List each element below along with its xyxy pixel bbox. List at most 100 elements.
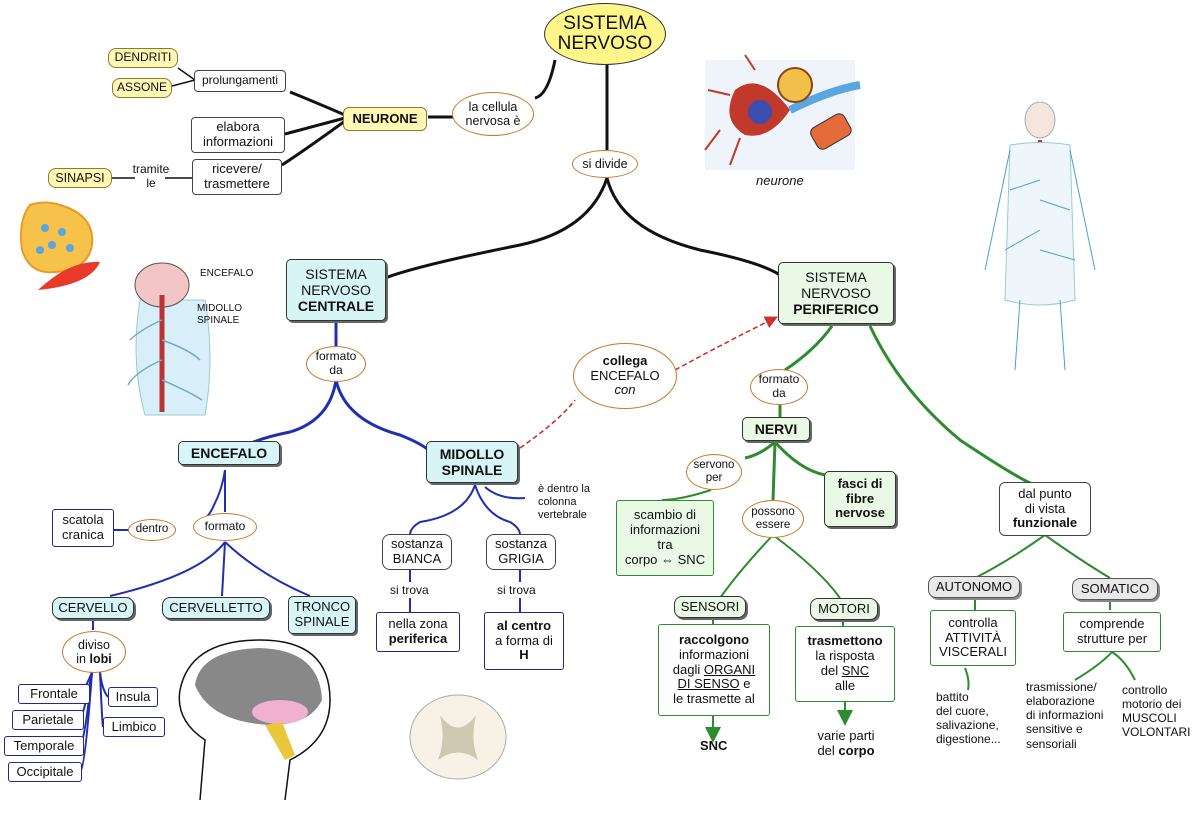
sinapsi-node: SINAPSI	[48, 168, 112, 188]
trasmettono-line-1: trasmettono	[807, 633, 883, 649]
scatola-cranica-box: scatola cranica	[52, 509, 114, 547]
snc-line-3: CENTRALE	[297, 298, 375, 315]
title-line-2: NERVOSO	[557, 33, 653, 54]
elabora-line-2: informazioni	[202, 134, 274, 149]
sostanza-bianca-box: sostanza BIANCA	[382, 534, 452, 570]
punto-vista-box: dal punto di vista funzionale	[999, 482, 1091, 536]
tramite-line-2: le	[146, 176, 156, 190]
trasmettono-line-2: la risposta	[815, 648, 875, 664]
diviso-in: in	[76, 652, 87, 666]
scambio-line-2: informazioni	[629, 522, 701, 538]
fasci-line-3: nervose	[835, 505, 885, 521]
tronco-line-1: TRONCO	[293, 599, 351, 615]
dendriti-node: DENDRITI	[108, 48, 178, 68]
grigia-line-2: GRIGIA	[498, 551, 544, 566]
si-divide-label: si divide	[582, 156, 628, 171]
controllo-line-2: motorio dei	[1122, 697, 1182, 712]
possono-essere-oval: possono essere	[742, 500, 804, 538]
snc-underlined: SNC	[841, 663, 870, 678]
battito-text: battito del cuore, salivazione, digestio…	[936, 690, 1001, 747]
fasci-line-2: fibre	[845, 490, 875, 506]
bianca-line-2: BIANCA	[392, 551, 442, 566]
tronco-spinale-node: TRONCO SPINALE	[288, 596, 356, 634]
collega-line-1: collega	[602, 352, 648, 368]
lobi-word: lobi	[89, 652, 112, 666]
raccolgono-line-3: dagli ORGANI	[673, 662, 755, 678]
trasmettono-line-3: del SNC	[820, 663, 870, 679]
neurone-node: NEURONE	[343, 107, 427, 131]
midollo-line-2: SPINALE	[441, 462, 503, 478]
tronco-line-2: SPINALE	[294, 614, 350, 629]
snp-formato-da-oval: formato da	[750, 369, 808, 405]
nervi-label: NERVI	[754, 420, 798, 437]
img-midollo-label: MIDOLLO SPINALE	[197, 303, 242, 327]
prolungamenti-box: prolungamenti	[194, 70, 286, 92]
punto-line-1: dal punto	[1018, 485, 1072, 501]
assone-label: ASSONE	[117, 80, 168, 95]
corpo-word: corpo	[838, 743, 875, 758]
midollo-line-1: MIDOLLO	[439, 445, 505, 462]
diviso-lobi-oval: diviso in lobi	[62, 631, 126, 673]
raccolgono-line-1: raccolgono	[678, 631, 750, 647]
comprende-box: comprende strutture per	[1063, 612, 1161, 652]
img-midollo-line-1: MIDOLLO	[197, 303, 243, 314]
si-divide-oval: si divide	[572, 150, 638, 178]
img-midollo-line-2: SPINALE	[197, 314, 240, 326]
scatola-line-1: scatola	[62, 512, 104, 528]
lobo-temporale: Temporale	[4, 736, 84, 756]
servono-line-1: servono	[693, 458, 735, 471]
dentro-label: dentro	[135, 523, 169, 536]
cellula-line-1: la cellula	[468, 99, 518, 114]
formato-oval: formato	[193, 513, 257, 541]
trasm-line-1: trasmissione/	[1026, 680, 1097, 694]
diviso-line-1: diviso	[78, 637, 110, 652]
limbico-label: Limbico	[111, 718, 157, 734]
controllo-motorio-text: controllo motorio dei MUSCOLI VOLONTARI	[1122, 683, 1190, 740]
snc-line-2: NERVOSO	[301, 281, 371, 298]
sensori-node: SENSORI	[674, 596, 746, 618]
elabora-box: elabora informazioni	[191, 117, 285, 153]
prolungamenti-label: prolungamenti	[201, 73, 279, 88]
possono-line-1: possono	[751, 505, 795, 518]
lobo-parietale-label: Parietale	[22, 711, 74, 727]
controlla-box: controlla ATTIVITÀ VISCERALI	[930, 610, 1016, 666]
collega-line-3: con	[614, 382, 636, 398]
al-centro-line: al centro	[496, 617, 552, 633]
midollo-spinale-node: MIDOLLO SPINALE	[426, 441, 518, 483]
periferica-word: periferica	[388, 631, 448, 646]
colonna-line-3: vertebrale	[538, 508, 587, 521]
varie-line-2: del corpo	[817, 743, 875, 759]
cellula-line-2: nervosa è	[465, 114, 521, 128]
raccolgono-line-2: informazioni	[678, 646, 750, 662]
controlla-line-3: VISCERALI	[939, 644, 1007, 660]
trasm-line-4: sensitive e	[1026, 722, 1083, 737]
lobo-occipitale-label: Occipitale	[16, 763, 74, 779]
punto-line-2: di vista	[1024, 500, 1066, 516]
controlla-line-2: ATTIVITÀ	[944, 629, 1002, 645]
autonomo-node: AUTONOMO	[928, 576, 1020, 598]
trasm-line-2: elaborazione	[1026, 694, 1095, 709]
body-illustration	[984, 101, 1096, 371]
cervello-label: CERVELLO	[58, 599, 128, 615]
zona-line: nella zona	[388, 616, 448, 632]
possono-line-2: essere	[755, 519, 791, 531]
ricevere-line-2: trasmettere	[204, 176, 270, 191]
elabora-line-1: elabora	[216, 119, 260, 135]
tramite-line-1: tramite	[132, 162, 170, 177]
dendriti-label: DENDRITI	[114, 50, 172, 65]
snc-line-1: SISTEMA	[305, 265, 367, 282]
colonna-line-2: colonna	[538, 495, 577, 508]
cervelletto-node: CERVELLETTO	[162, 597, 270, 619]
brain-head-illustration	[178, 639, 331, 801]
scambio-line-4: corpo ⇔ SNC	[624, 551, 706, 567]
grigia-line-1: sostanza	[494, 536, 548, 552]
funzionale-word: funzionale	[1012, 515, 1078, 531]
snp-node: SISTEMA NERVOSO PERIFERICO	[778, 262, 894, 324]
scambio-line-1: scambio di	[633, 507, 697, 523]
varie-line-1: varie parti	[817, 728, 875, 744]
e-word: e	[739, 676, 751, 692]
limbico-box: Limbico	[103, 717, 165, 737]
scatola-line-2: cranica	[62, 527, 104, 542]
del-word: del	[820, 663, 842, 678]
controllo-line-4: VOLONTARI	[1122, 725, 1191, 740]
